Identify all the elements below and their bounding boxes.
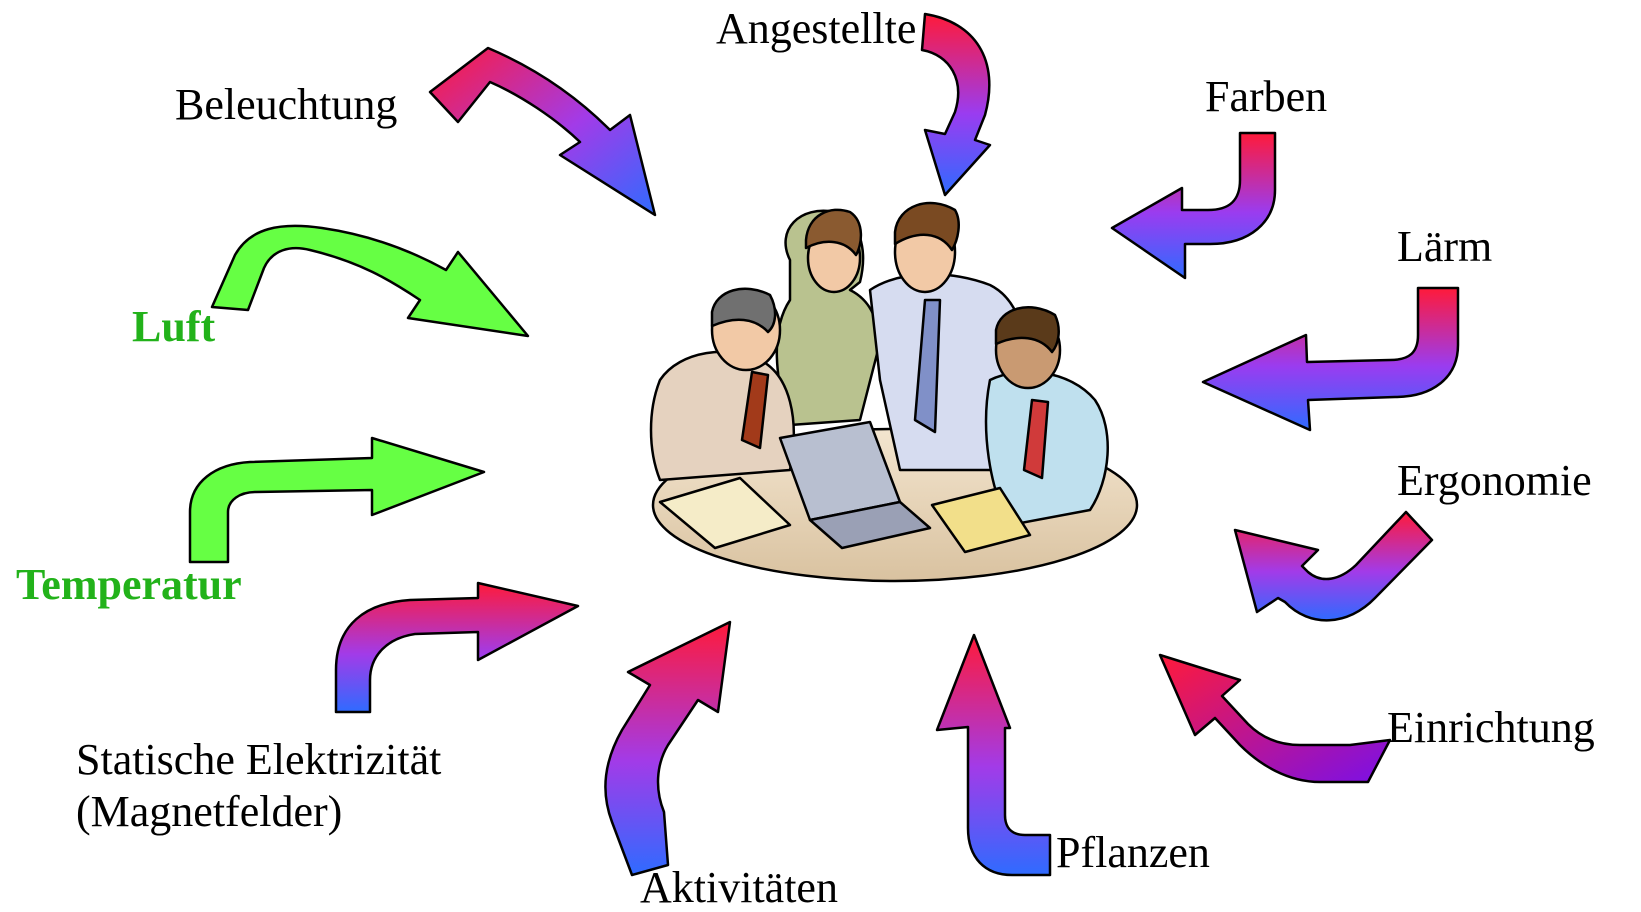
label-ergonomie: Ergonomie bbox=[1397, 456, 1592, 505]
arrow-temperatur bbox=[188, 436, 486, 564]
arrow-einrichtung bbox=[1158, 653, 1392, 784]
label-aktivitaeten: Aktivitäten bbox=[640, 863, 838, 912]
team-meeting-illustration bbox=[649, 201, 1139, 583]
arrow-statische bbox=[334, 581, 580, 714]
arrow-angestellte bbox=[920, 12, 992, 197]
arrow-laerm bbox=[1201, 286, 1460, 432]
arrow-ergonomie bbox=[1233, 510, 1434, 622]
label-farben: Farben bbox=[1205, 72, 1328, 121]
label-einrichtung: Einrichtung bbox=[1387, 703, 1595, 752]
label-beleuchtung: Beleuchtung bbox=[175, 80, 398, 129]
arrow-farben bbox=[1110, 131, 1277, 280]
arrow-beleuchtung bbox=[428, 46, 657, 217]
arrow-pflanzen bbox=[935, 633, 1052, 877]
label-pflanzen: Pflanzen bbox=[1056, 828, 1210, 877]
label-angestellte: Angestellte bbox=[716, 4, 917, 53]
label-luft: Luft bbox=[132, 302, 216, 351]
arrow-aktivitaeten bbox=[604, 620, 732, 877]
label-laerm: Lärm bbox=[1397, 222, 1493, 271]
label-temperatur: Temperatur bbox=[16, 560, 242, 609]
label-statische-elektrizitaet: Statische Elektrizität bbox=[76, 735, 442, 784]
label-magnetfelder: (Magnetfelder) bbox=[76, 787, 343, 836]
arrow-luft bbox=[210, 224, 530, 338]
